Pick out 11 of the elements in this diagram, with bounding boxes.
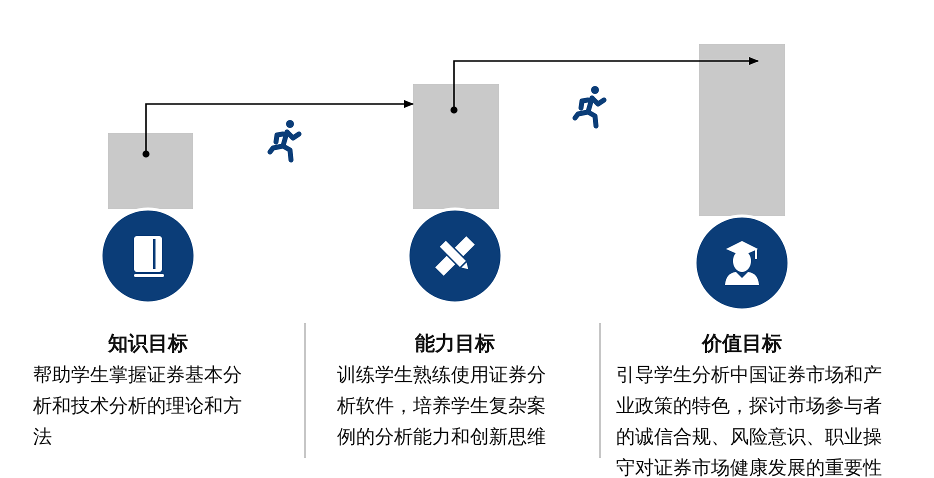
goal-heading: 能力目标 (414, 330, 496, 357)
arrow (142, 100, 414, 158)
goal-description: 引导学生分析中国证券市场和产业政策的特色，探讨市场参与者的诚信合规、风险意识、职业操守对证券市场健康发展的重要性 (616, 363, 883, 478)
goal-heading: 价值目标 (700, 330, 783, 357)
step-bar (699, 44, 785, 216)
step-bar (413, 84, 499, 209)
goal-heading: 知识目标 (106, 330, 189, 357)
step-bar (108, 133, 193, 209)
arrow (450, 57, 759, 114)
goal-description: 训练学生熟练使用证券分析软件，培养学生复杂案例的分析能力和创新思维 (337, 363, 547, 450)
goal-description: 帮助学生掌握证券基本分析和技术分析的理论和方法 (33, 363, 243, 450)
